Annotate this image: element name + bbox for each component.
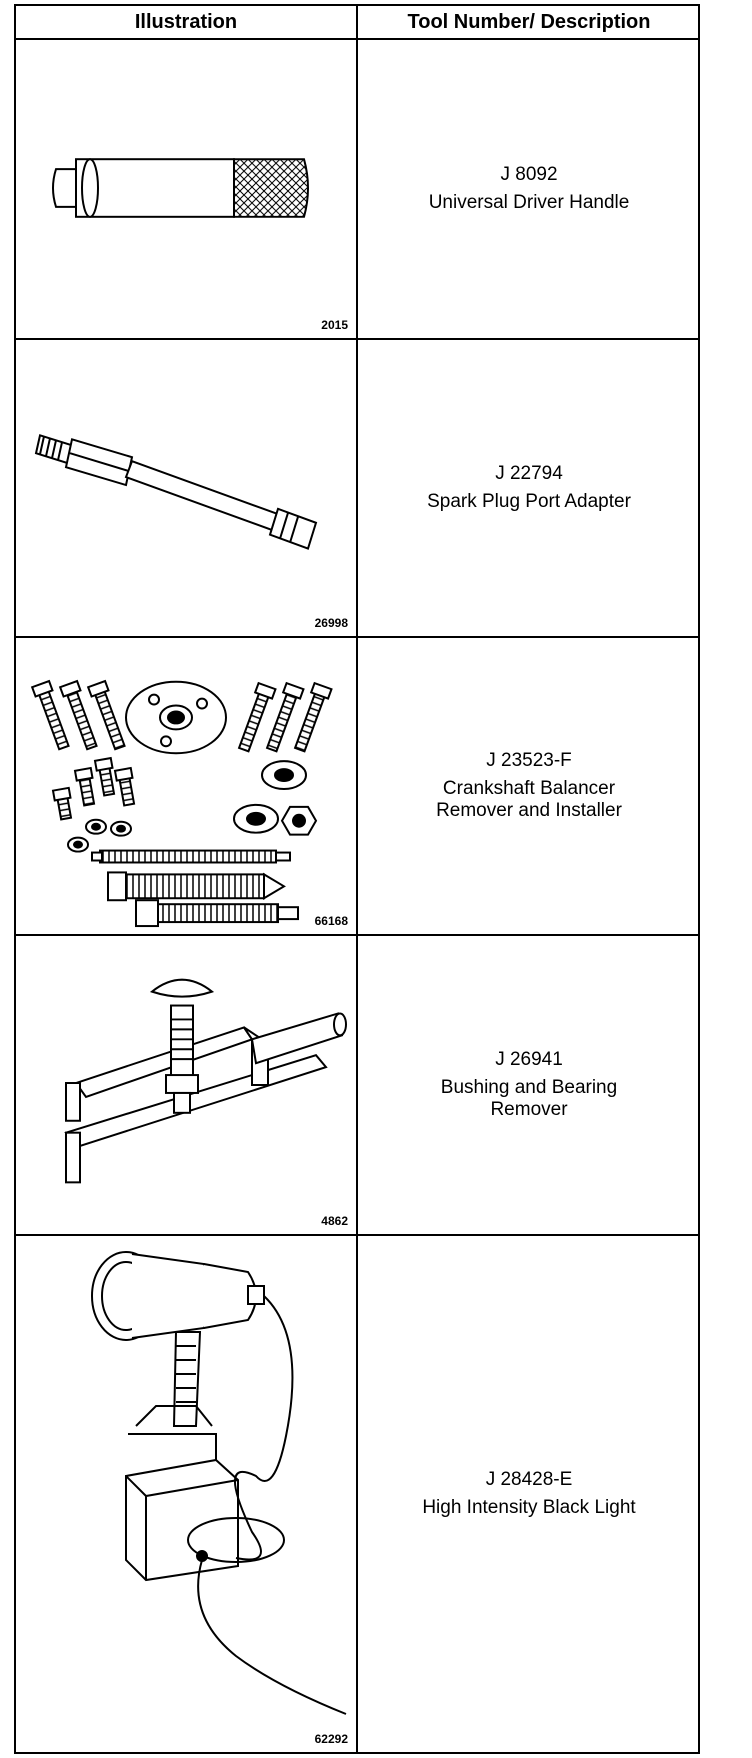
- tool-description-line-2: Remover and Installer: [436, 800, 622, 821]
- universal-driver-handle-icon: [52, 158, 309, 218]
- spark-plug-port-adapter-icon: [34, 434, 318, 550]
- description-cell: J 23523-F Crankshaft Balancer Remover an…: [358, 638, 700, 934]
- description-cell: J 22794 Spark Plug Port Adapter: [358, 340, 700, 636]
- table-row: 66168 J 23523-F Crankshaft Balancer Remo…: [16, 638, 698, 936]
- figure-number: 2015: [321, 318, 348, 332]
- header-illustration: Illustration: [134, 11, 238, 33]
- illustration-cell: 2015: [16, 40, 356, 338]
- description-cell: J 28428-E High Intensity Black Light: [358, 1236, 700, 1752]
- tool-number: J 26941: [495, 1049, 563, 1070]
- figure-number: 66168: [314, 914, 348, 928]
- black-light-icon: [91, 1251, 347, 1715]
- illustration-cell: 26998: [16, 340, 356, 636]
- tool-description: Spark Plug Port Adapter: [427, 491, 631, 512]
- table-row: 2015 J 8092 Universal Driver Handle: [16, 40, 698, 340]
- table-row: 62292 J 28428-E High Intensity Black Lig…: [16, 1236, 698, 1752]
- illustration-cell: 4862: [16, 936, 356, 1234]
- figure-number: 4862: [321, 1214, 348, 1228]
- tool-description-line-2: Remover: [490, 1099, 568, 1120]
- figure-number: 62292: [314, 1732, 348, 1746]
- tool-description-line-1: Crankshaft Balancer: [442, 778, 616, 799]
- tool-description: Universal Driver Handle: [428, 192, 630, 213]
- figure-number: 26998: [314, 616, 348, 630]
- table-row: 4862 J 26941 Bushing and Bearing Remover: [16, 936, 698, 1236]
- crankshaft-balancer-tool-icon: [30, 679, 333, 928]
- header-tool-number-description: Tool Number/ Description: [407, 11, 651, 33]
- tool-description-line-1: Bushing and Bearing: [440, 1077, 618, 1098]
- tool-description: High Intensity Black Light: [422, 1497, 636, 1518]
- tool-number: J 28428-E: [485, 1469, 573, 1490]
- description-cell: J 8092 Universal Driver Handle: [358, 40, 700, 338]
- tool-number: J 22794: [495, 463, 563, 484]
- table-row: 26998 J 22794 Spark Plug Port Adapter: [16, 340, 698, 638]
- special-tools-table: Illustration Tool Number/ Description: [14, 4, 700, 1754]
- illustration-cell: 62292: [16, 1236, 356, 1752]
- bushing-bearing-remover-icon: [64, 978, 347, 1184]
- tool-number: J 23523-F: [486, 750, 572, 771]
- column-divider: [356, 6, 358, 1752]
- table-header-row: Illustration Tool Number/ Description: [16, 6, 698, 40]
- description-cell: J 26941 Bushing and Bearing Remover: [358, 936, 700, 1234]
- tool-number: J 8092: [500, 164, 558, 185]
- illustration-cell: 66168: [16, 638, 356, 934]
